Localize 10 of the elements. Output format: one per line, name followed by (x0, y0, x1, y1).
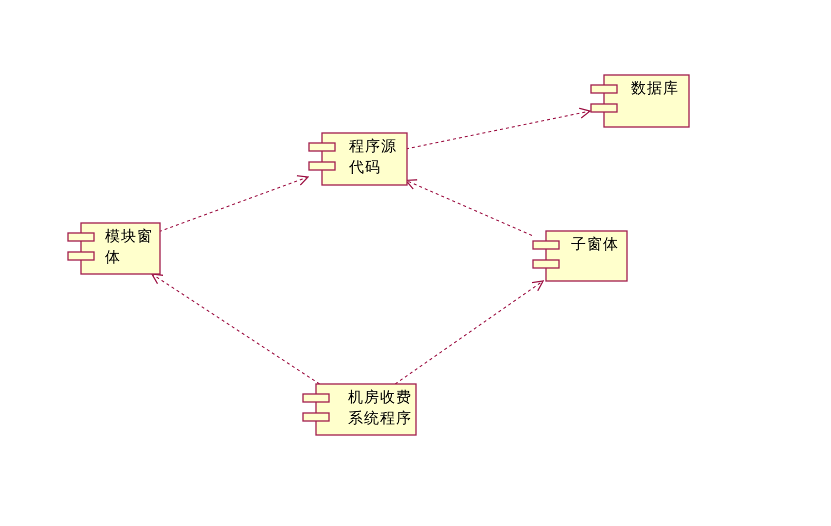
component-name: 子窗体 (571, 234, 620, 255)
dependency-arrow (394, 280, 544, 384)
component-name: 数据库 (631, 78, 680, 99)
dependency-arrow (151, 273, 320, 384)
component-name: 模块窗体 (105, 226, 154, 268)
dependency-arrow (405, 179, 532, 236)
component-name: 程序源代码 (349, 136, 398, 178)
dependency-arrow (158, 175, 309, 232)
component-name: 机房收费系统程序 (348, 387, 413, 429)
dependency-arrow (406, 108, 591, 150)
